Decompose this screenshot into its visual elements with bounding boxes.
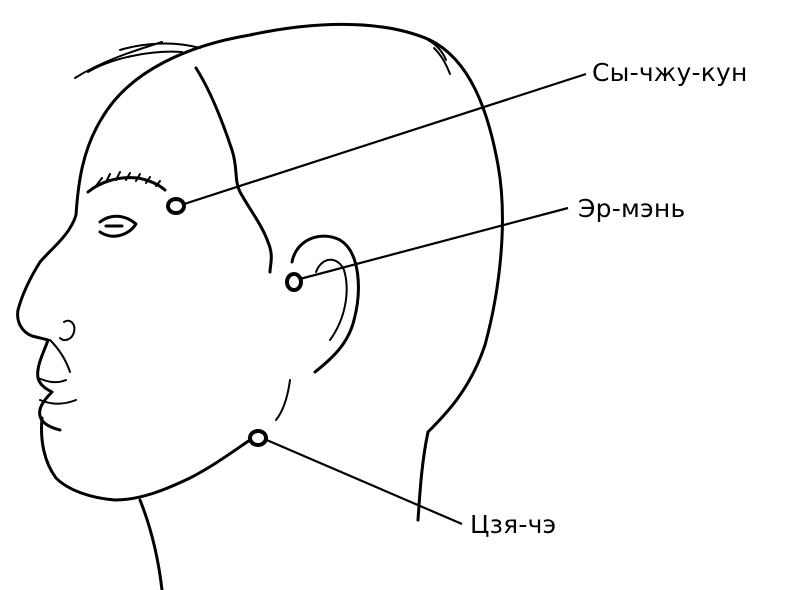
hair-tuft bbox=[75, 42, 200, 78]
neck-front bbox=[140, 500, 162, 590]
chin-jaw bbox=[42, 418, 250, 500]
label-er-men: Эр-мэнь bbox=[578, 194, 685, 223]
nostril bbox=[60, 321, 74, 340]
eye bbox=[100, 216, 136, 236]
ear-outer bbox=[292, 236, 358, 372]
label-si-zhu-kong: Сы-чжу-кун bbox=[592, 58, 748, 87]
label-jia-che: Цзя-чэ bbox=[470, 510, 556, 539]
head-outline bbox=[102, 24, 502, 432]
cheek-line bbox=[50, 340, 70, 372]
hairline bbox=[196, 68, 271, 272]
face-profile bbox=[18, 118, 102, 430]
jaw-line bbox=[276, 380, 290, 420]
acupoint-marker-si-zhu-kong bbox=[168, 199, 184, 213]
acupoint-marker-jia-che bbox=[250, 431, 266, 445]
leader-line-er-men bbox=[296, 208, 568, 280]
acupoint-marker-er-men bbox=[287, 274, 301, 290]
leader-line-si-zhu-kong bbox=[178, 74, 586, 206]
leader-line-jia-che bbox=[262, 438, 462, 524]
